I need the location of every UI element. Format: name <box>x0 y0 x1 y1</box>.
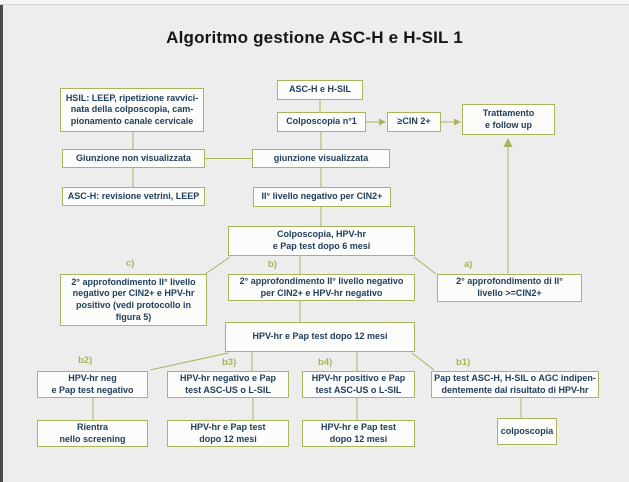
node-asch-hsil: ASC-H e H-SIL <box>277 80 363 100</box>
node-giunzione-visualizzata: giunzione visualizzata <box>252 149 390 168</box>
node-giunzione-non-visualizzata: Giunzione non visualizzata <box>62 149 205 168</box>
node-b4-condition: HPV-hr positivo e Pap test ASC-US o L-SI… <box>302 371 415 398</box>
branch-label-b2: b2) <box>78 355 93 366</box>
arrowhead-right-icon <box>379 118 386 126</box>
branch-label-b4: b4) <box>318 357 333 368</box>
branch-label-b: b) <box>268 259 277 270</box>
node-colposcopia-n1: Colposcopia n°1 <box>277 112 366 132</box>
branch-label-a: a) <box>464 259 473 270</box>
node-cin2-plus: ≥CIN 2+ <box>387 112 441 132</box>
arrowhead-up-icon <box>503 138 513 147</box>
node-rientra-screening: Rientra nello screening <box>37 420 148 447</box>
node-colposcopia-finale: colposcopia <box>497 418 557 445</box>
node-hpv-pap-12-mesi: HPV-hr e Pap test dopo 12 mesi <box>225 322 415 352</box>
arrowhead-right-icon <box>454 118 461 126</box>
node-approfondimento-a: 2° approfondimento di II° livello >=CIN2… <box>437 274 582 302</box>
node-trattamento-follow-up: Trattamento e follow up <box>462 104 555 135</box>
node-colposcopia-6-mesi: Colposcopia, HPV-hr e Pap test dopo 6 me… <box>228 226 415 256</box>
left-edge-strip <box>0 5 3 482</box>
node-asch-revisione-vetrini: ASC-H: revisione vetrini, LEEP <box>62 187 205 206</box>
node-b2-condition: HPV-hr neg e Pap test negativo <box>37 371 148 398</box>
node-b4-followup: HPV-hr e Pap test dopo 12 mesi <box>302 420 415 447</box>
node-b3-followup: HPV-hr e Pap test dopo 12 mesi <box>167 420 289 447</box>
node-approfondimento-c: 2° approfondimento II° livello negativo … <box>60 274 207 326</box>
node-hsil-leep: HSIL: LEEP, ripetizione ravvici- nata de… <box>60 88 204 132</box>
node-approfondimento-b: 2° approfondimento II° livello negativo … <box>228 274 415 301</box>
node-secondo-livello-negativo: II° livello negativo per CIN2+ <box>253 187 391 207</box>
branch-label-b3: b3) <box>222 357 237 368</box>
top-edge-band <box>0 0 629 5</box>
page-title: Algoritmo gestione ASC-H e H-SIL 1 <box>166 28 463 47</box>
node-b3-condition: HPV-hr negativo e Pap test ASC-US o L-SI… <box>167 371 289 398</box>
branch-label-b1: b1) <box>456 357 471 368</box>
node-b1-condition: Pap test ASC-H, H-SIL o AGC indipen- den… <box>431 371 599 398</box>
branch-label-c: c) <box>126 258 135 269</box>
